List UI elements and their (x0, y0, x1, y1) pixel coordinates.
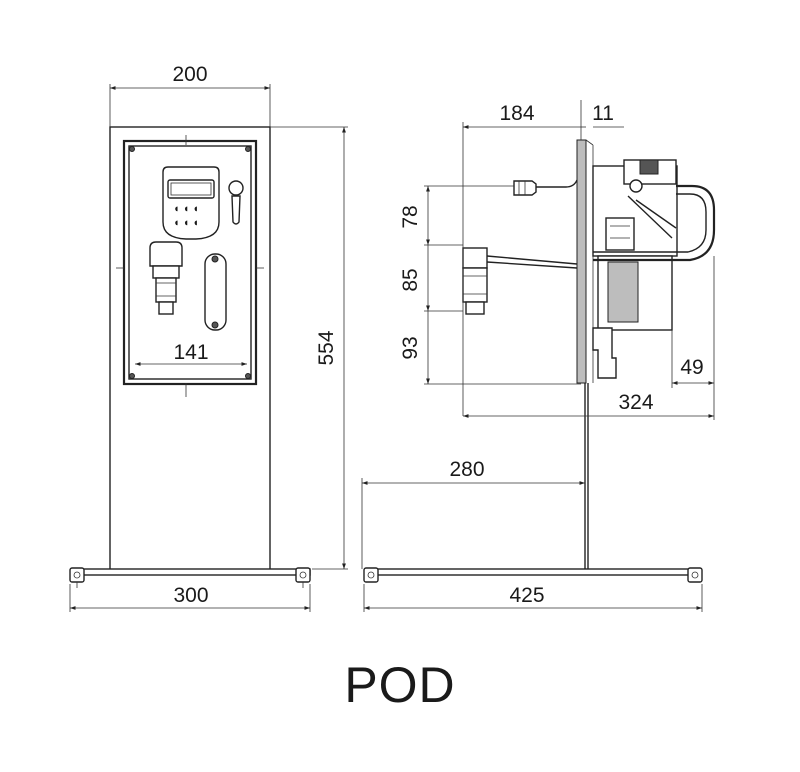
dim-label-141: 141 (173, 341, 208, 364)
dim-label-554: 554 (315, 330, 338, 365)
side-connector (462, 247, 578, 315)
oval-slot (204, 253, 227, 331)
front-view: ◖ ◖ ◖ ◖ ◖ ◖ 200 (69, 63, 348, 612)
svg-text:◖ ◖ ◖: ◖ ◖ ◖ (173, 203, 199, 215)
side-right-foot (687, 567, 703, 583)
drawing-title: POD (344, 657, 455, 713)
dim-width-141: 141 (135, 341, 247, 366)
side-left-foot (363, 567, 379, 583)
dim-label-425: 425 (509, 584, 544, 607)
dim-depth-324: 324 (463, 256, 715, 420)
dim-depth-184: 184 (462, 102, 581, 416)
side-base-plate (365, 568, 701, 576)
dim-label-78: 78 (399, 205, 422, 228)
side-key-handle (513, 179, 578, 196)
side-view: 184 11 78 85 93 324 (361, 100, 716, 612)
dim-label-280: 280 (449, 458, 484, 481)
display-keypad-unit: ◖ ◖ ◖ ◖ ◖ ◖ (162, 166, 220, 240)
dim-label-49: 49 (680, 356, 703, 379)
front-right-foot (295, 567, 311, 588)
dim-label-93: 93 (399, 336, 422, 359)
dim-plate-11: 11 (580, 100, 624, 140)
dim-label-11: 11 (592, 102, 614, 125)
front-left-foot (69, 567, 85, 588)
side-mechanism (592, 159, 716, 331)
dim-label-200: 200 (172, 63, 207, 86)
side-front-plate (576, 139, 587, 384)
dim-label-300: 300 (173, 584, 208, 607)
dim-height-554: 554 (270, 126, 348, 570)
dim-vertical-stack: 78 85 93 (399, 185, 581, 385)
key-switch (228, 180, 244, 225)
dim-label-324: 324 (618, 391, 653, 414)
front-connector (149, 241, 183, 315)
dim-label-184: 184 (499, 102, 534, 125)
dim-offset-49: 49 (671, 330, 714, 388)
front-base-plate (71, 568, 311, 576)
dim-width-200: 200 (109, 63, 271, 127)
dim-label-85: 85 (399, 268, 422, 291)
dim-base-425: 425 (363, 584, 703, 612)
dim-base-300: 300 (69, 584, 311, 612)
front-control-panel (116, 135, 264, 397)
side-outlet (592, 327, 617, 379)
svg-text:◖ ◖ ◖: ◖ ◖ ◖ (173, 217, 199, 229)
dim-pole-280: 280 (361, 458, 585, 569)
